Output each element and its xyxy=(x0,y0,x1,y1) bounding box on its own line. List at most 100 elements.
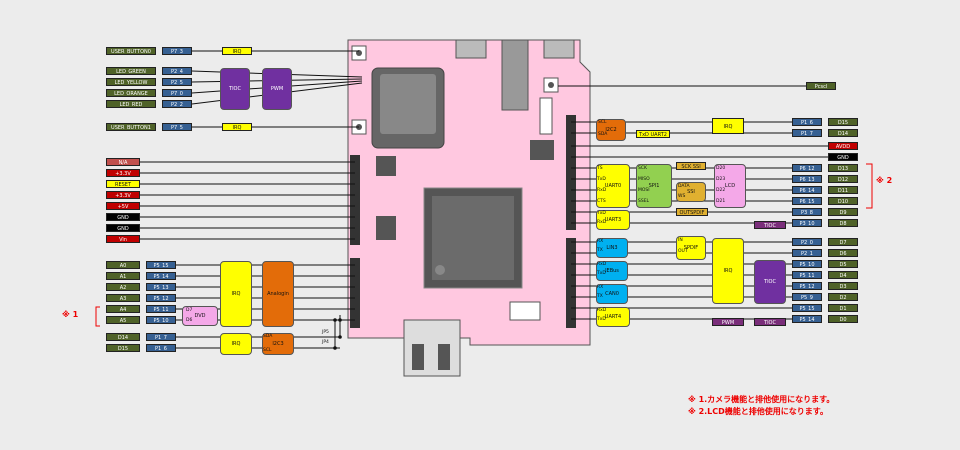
bottom-pin-0: P1_7 xyxy=(146,333,176,341)
right-lin-1: TX xyxy=(597,248,603,253)
analog-pin-1: P5_14 xyxy=(146,272,176,280)
ic-3 xyxy=(530,140,554,160)
right-top-pin-0: P1_6 xyxy=(792,118,822,126)
jp-dot-2 xyxy=(333,318,337,322)
led-tioc: TIOC xyxy=(220,68,250,110)
left-pin-5: P7_5 xyxy=(162,123,192,131)
right-bot-pin-4: P5_12 xyxy=(792,282,822,290)
right-pwm-bot: PWM xyxy=(712,318,744,326)
analog-pin-4: P5_11 xyxy=(146,305,176,313)
i2c-left-irq: IRQ xyxy=(220,333,252,355)
bottom-name-1: D15 xyxy=(106,344,140,352)
right-uart0-1: TxD xyxy=(597,177,606,182)
jp4: JP4 xyxy=(322,340,329,345)
right-spdif: SPDIF xyxy=(676,236,706,260)
right-tioc-bot2: TIOC xyxy=(754,318,786,326)
left-irq-5: IRQ xyxy=(222,123,252,131)
ic-2 xyxy=(376,216,396,240)
mcu-dot xyxy=(435,265,445,275)
right-can-1: TX xyxy=(597,294,603,299)
right-uart4-0: RxD xyxy=(597,308,607,313)
note-1: ※ 1.カメラ機能と排他使用になります。 xyxy=(688,395,835,404)
right-bot-name-3: D4 xyxy=(828,271,858,279)
left-name-1: LED_GREEN xyxy=(106,67,156,75)
right-ssi: SSI xyxy=(676,182,706,202)
right-outspdif: OUTSPDIF xyxy=(676,208,708,216)
right-irq-top: IRQ xyxy=(712,118,744,134)
right-mid-name-1: D12 xyxy=(828,175,858,183)
left-name-0: USER_BUTTON0 xyxy=(106,47,156,55)
right-tioc-d8: TIOC xyxy=(754,221,786,229)
right-spdif-0: IN xyxy=(678,238,683,243)
left-pin-0: P7_3 xyxy=(162,47,192,55)
ic-5 xyxy=(509,301,541,321)
jp-dot-1 xyxy=(338,318,342,322)
left-name-2: LED_YELLOW xyxy=(106,78,156,86)
bracket-2 xyxy=(866,163,873,209)
power-6: GND xyxy=(106,224,140,232)
left-pin-3: P7_0 xyxy=(162,89,192,97)
power-1: +3.3V xyxy=(106,169,140,177)
jp-dot-3 xyxy=(338,335,342,339)
analog-irq: IRQ xyxy=(220,261,252,327)
bottom-pin-1: P1_6 xyxy=(146,344,176,352)
right-bot-name-5: D2 xyxy=(828,293,858,301)
right-uart0-2: RxD xyxy=(597,188,607,193)
left-irq-0: IRQ xyxy=(222,47,252,55)
right-power-1: GND xyxy=(828,153,858,161)
wifi-shield xyxy=(380,74,436,134)
usb-top-right xyxy=(543,39,575,59)
left-header-bottom xyxy=(350,258,360,328)
usb-host-slot2 xyxy=(438,344,450,370)
bottom-name-0: D14 xyxy=(106,333,140,341)
mcu-core xyxy=(432,196,514,280)
right-bot-pin-6: P5_15 xyxy=(792,304,822,312)
right-lcd-3: D21 xyxy=(716,199,726,204)
right-uart0-0: TS xyxy=(597,166,603,171)
right-mid-pin-4: P3_8 xyxy=(792,208,822,216)
right-mid-pin-2: P6_14 xyxy=(792,186,822,194)
right-mid-pin-3: P6_15 xyxy=(792,197,822,205)
usb-host-slot1 xyxy=(412,344,424,370)
i2c-left-sda: SDA xyxy=(263,334,273,339)
right-ssi-data: DATA xyxy=(678,184,690,189)
left-pin-2: P2_5 xyxy=(162,78,192,86)
power-0: N/A xyxy=(106,158,140,166)
right-mid-name-0: D13 xyxy=(828,164,858,172)
right-bot-pin-0: P2_0 xyxy=(792,238,822,246)
led-pwm: PWM xyxy=(262,68,292,110)
right-lcd-2: D22 xyxy=(716,188,726,193)
right-bot-name-7: D0 xyxy=(828,315,858,323)
usb-top-left xyxy=(455,39,487,59)
left-pin-1: P2_4 xyxy=(162,67,192,75)
jp5: JP5 xyxy=(322,330,329,335)
power-3: +3.3V xyxy=(106,191,140,199)
right-pcscl: Pcscl xyxy=(806,82,836,90)
right-bot-pin-3: P5_11 xyxy=(792,271,822,279)
right-mid-pin-0: P6_12 xyxy=(792,164,822,172)
right-iebus: IEBus xyxy=(596,261,628,281)
right-sda: SDA xyxy=(598,132,608,137)
analog-d6: D6 xyxy=(186,318,193,323)
right-power-0: AVDD xyxy=(828,142,858,150)
analog-name-2: A2 xyxy=(106,283,140,291)
right-txd-uart2: TxD UART2 xyxy=(636,130,670,138)
right-mid-pin-1: P6_13 xyxy=(792,175,822,183)
power-2: RESET xyxy=(106,180,140,188)
right-lcd-1: D23 xyxy=(716,177,726,182)
right-i2c2: I2C2 xyxy=(596,119,626,141)
right-top-name-1: D14 xyxy=(828,129,858,137)
right-uart4: UART4 xyxy=(596,307,630,327)
analog-pin-0: P5_15 xyxy=(146,261,176,269)
right-bot-pin-7: P5_14 xyxy=(792,315,822,323)
right-tioc-bot: TIOC xyxy=(754,260,786,304)
analog-name-0: A0 xyxy=(106,261,140,269)
right-mid-name-3: D10 xyxy=(828,197,858,205)
right-bot-pin-5: P5_9 xyxy=(792,293,822,301)
analog-name-5: A5 xyxy=(106,316,140,324)
right-iebus-1: TxD xyxy=(597,271,606,276)
right-mid-pin-5: P3_10 xyxy=(792,219,822,227)
note-2: ※ 2.LCD機能と排他使用になります。 xyxy=(688,407,828,416)
